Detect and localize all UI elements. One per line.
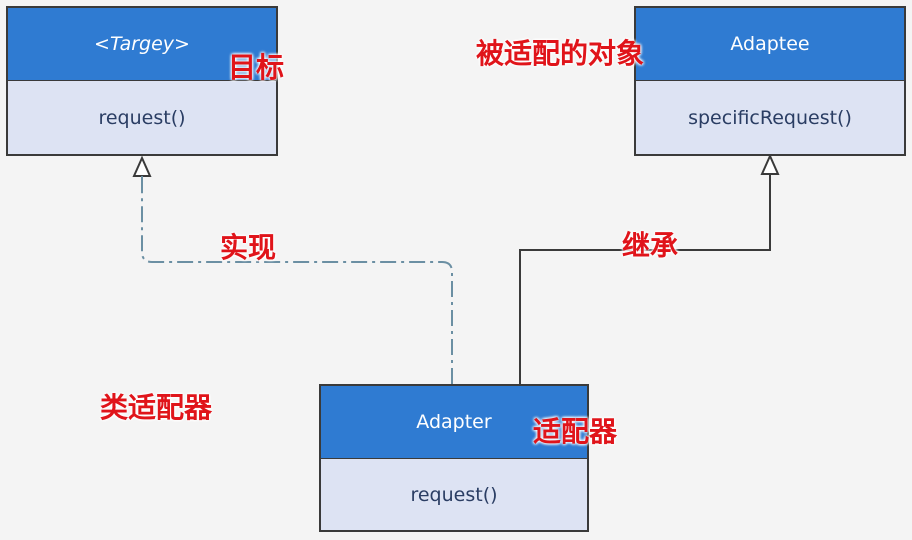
- adaptee-method: specificRequest(): [688, 107, 852, 129]
- inheritance-line: [519, 174, 771, 384]
- adapter-annotation: 适配器: [533, 415, 618, 448]
- adaptee-class-name: Adaptee: [636, 8, 904, 81]
- caption-class-adapter: 类适配器: [100, 391, 213, 424]
- adaptee-class: Adaptee specificRequest(): [634, 6, 906, 156]
- adapter-class-name: Adapter: [321, 386, 587, 459]
- target-class-name: <Targey>: [8, 8, 276, 81]
- realization-label: 实现: [220, 231, 277, 264]
- target-method: request(): [98, 107, 186, 129]
- adapter-class: Adapter request(): [319, 384, 589, 532]
- target-class: <Targey> request(): [6, 6, 278, 156]
- inheritance-arrowhead: [760, 153, 780, 175]
- realization-line: [141, 188, 453, 384]
- realization-arrowhead: [132, 155, 152, 177]
- inheritance-label: 继承: [622, 229, 679, 262]
- adapter-method: request(): [410, 484, 498, 506]
- target-annotation: 目标: [228, 51, 285, 84]
- adaptee-annotation: 被适配的对象: [476, 37, 645, 70]
